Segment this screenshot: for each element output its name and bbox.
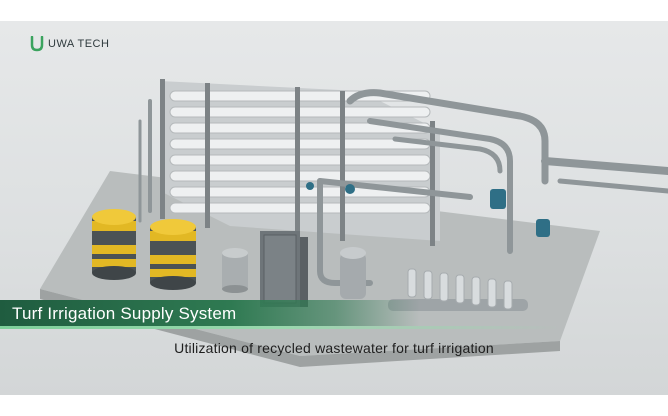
- water-treatment-system-render: [40, 79, 668, 367]
- banner-title: Turf Irrigation Supply System: [12, 304, 237, 323]
- pumps: [306, 182, 550, 237]
- dosing-tank: [222, 248, 248, 293]
- chemical-tank-left: [92, 209, 136, 280]
- control-cabinet: [260, 231, 308, 307]
- uwa-tech-logo-icon: [30, 36, 44, 52]
- brand-logo: UWA TECH: [30, 34, 109, 54]
- logo-text: UWA TECH: [48, 38, 110, 50]
- title-banner: Turf Irrigation Supply System: [0, 300, 560, 329]
- pressure-vessel: [340, 247, 366, 299]
- video-frame: UWA TECH: [0, 21, 668, 395]
- chemical-tank-right: [150, 219, 196, 290]
- caption-text: Utilization of recycled wastewater for t…: [174, 340, 494, 356]
- filter-manifold: [388, 268, 528, 311]
